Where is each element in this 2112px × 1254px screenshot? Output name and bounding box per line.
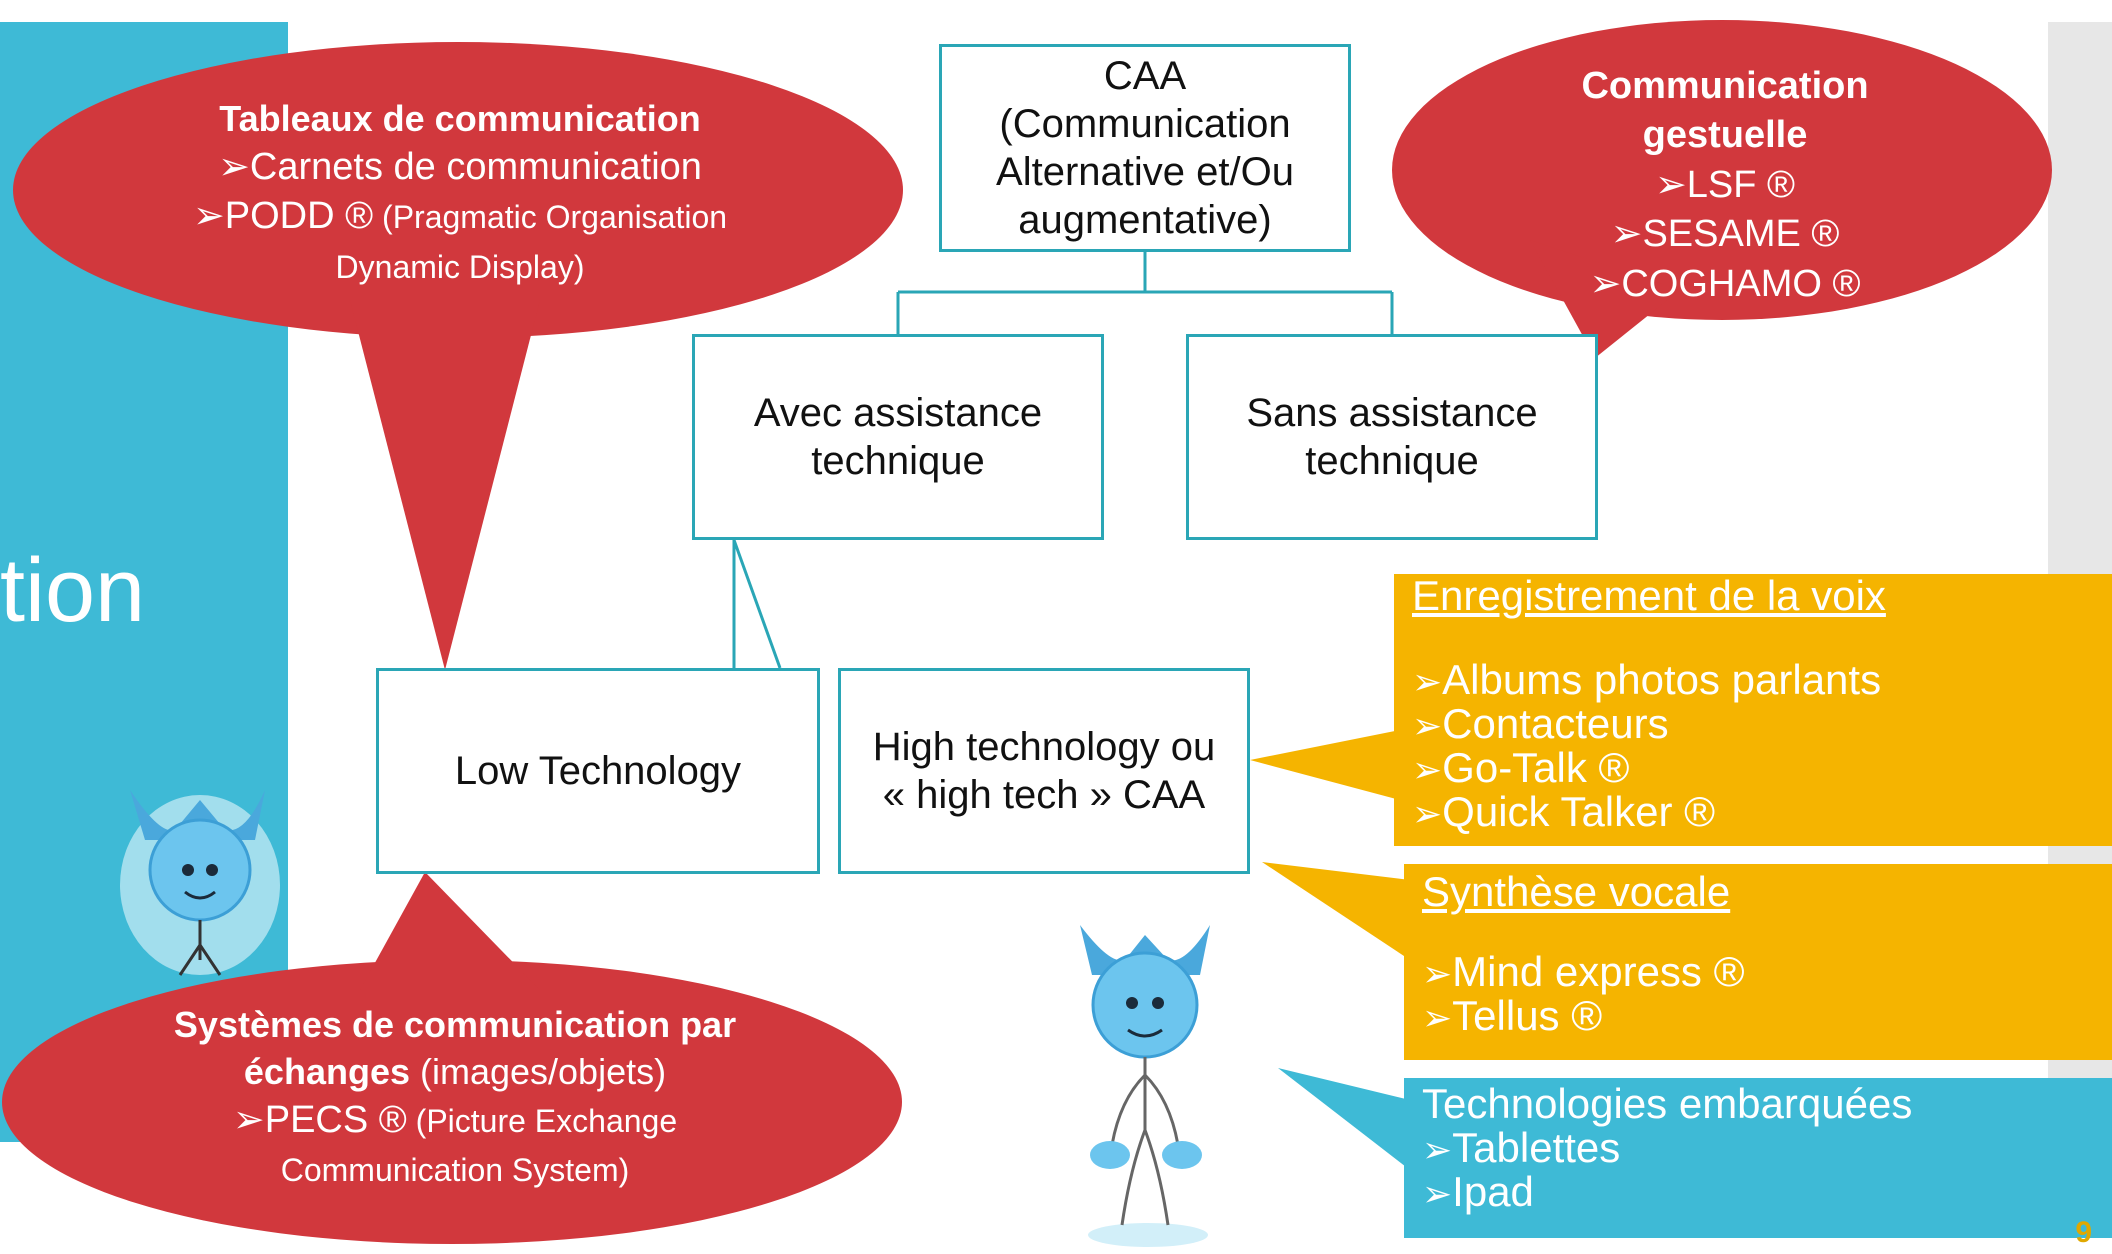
item-detail: (Picture Exchange Communication System) — [280, 1102, 678, 1188]
bullet-arrow-icon: ➢ — [218, 145, 250, 188]
callout-synth-shape — [1262, 862, 2112, 1060]
item-text: Tablettes — [1452, 1124, 1621, 1172]
callout-synth-item-2: ➢Tellus ® — [1422, 994, 2102, 1038]
bubble-tableaux-item-2: ➢PODD ® (Pragmatic Organisation Dynamic … — [150, 192, 770, 291]
side-title-fragment: tion — [0, 541, 146, 641]
root-box-label: CAA (Communication Alternative et/Ou aug… — [996, 54, 1294, 242]
item-text: Quick Talker ® — [1442, 788, 1716, 836]
bubble-pecs-title: Systèmes de communication par échanges (… — [150, 1002, 760, 1096]
callout-embedded-item-1: ➢Tablettes — [1422, 1126, 2102, 1170]
callout-embedded-item-2: ➢Ipad — [1422, 1170, 2102, 1214]
callout-voice: Enregistrement de la voix ➢Albums photos… — [1412, 572, 2102, 834]
bubble-gestuelle: Communication gestuelle ➢LSF ® ➢SESAME ®… — [1500, 62, 1950, 309]
callout-synth-item-1: ➢Mind express ® — [1422, 950, 2102, 994]
callout-voice-heading: Enregistrement de la voix — [1412, 572, 1886, 619]
item-text: COGHAMO ® — [1621, 262, 1861, 305]
bubble-pecs: Systèmes de communication par échanges (… — [150, 1002, 760, 1194]
root-box-caa: CAA (Communication Alternative et/Ou aug… — [939, 44, 1351, 252]
bullet-arrow-icon: ➢ — [1422, 1129, 1453, 1171]
mascot-figure-left — [120, 790, 280, 976]
bubble-gestuelle-item-3: ➢COGHAMO ® — [1500, 260, 1950, 309]
bubble-pecs-item: ➢PECS ® (Picture Exchange Communication … — [150, 1096, 760, 1195]
page-number: 9 — [2075, 1216, 2092, 1249]
callout-voice-item-2: ➢Contacteurs — [1412, 702, 2102, 746]
bubble-tableaux: Tableaux de communication ➢Carnets de co… — [150, 96, 770, 291]
box-without-assistance: Sans assistance technique — [1186, 334, 1598, 540]
callout-voice-item-4: ➢Quick Talker ® — [1412, 790, 2102, 834]
callout-voice-item-3: ➢Go-Talk ® — [1412, 746, 2102, 790]
item-text: SESAME ® — [1642, 213, 1840, 256]
item-detail: (Pragmatic Organisation Dynamic Display) — [335, 199, 728, 285]
box-low-technology: Low Technology — [376, 668, 820, 874]
box-high-technology: High technology ou « high tech » CAA — [838, 668, 1250, 874]
callout-embedded-heading: Technologies embarquées — [1422, 1080, 1913, 1127]
bullet-arrow-icon: ➢ — [1412, 705, 1443, 747]
bullet-arrow-icon: ➢ — [192, 195, 225, 238]
bubble-gestuelle-item-2: ➢SESAME ® — [1500, 210, 1950, 259]
box-with-assistance: Avec assistance technique — [692, 334, 1104, 540]
bubble-tableaux-shape — [13, 42, 903, 670]
callout-synth-heading: Synthèse vocale — [1422, 868, 1731, 915]
item-text: Ipad — [1452, 1168, 1534, 1216]
box-with-assistance-label: Avec assistance technique — [753, 391, 1043, 483]
item-text: Albums photos parlants — [1442, 656, 1882, 704]
callout-voice-item-1: ➢Albums photos parlants — [1412, 658, 2102, 702]
box-high-technology-label: High technology ou « high tech » CAA — [872, 725, 1216, 817]
item-text: PECS ® — [264, 1098, 407, 1141]
bullet-arrow-icon: ➢ — [1422, 997, 1453, 1039]
bullet-arrow-icon: ➢ — [1610, 213, 1643, 256]
callout-synth: Synthèse vocale ➢Mind express ® ➢Tellus … — [1422, 868, 2102, 1038]
item-text: PODD ® — [224, 195, 374, 238]
callout-embedded: Technologies embarquées ➢Tablettes ➢Ipad — [1422, 1080, 2102, 1214]
item-text: Contacteurs — [1442, 700, 1669, 748]
bullet-arrow-icon: ➢ — [1589, 262, 1622, 305]
item-text: Mind express ® — [1452, 948, 1745, 996]
bubble-gestuelle-shape — [1392, 20, 2052, 358]
box-without-assistance-label: Sans assistance technique — [1246, 391, 1538, 483]
item-text: LSF ® — [1686, 163, 1796, 206]
bubble-pecs-title-bold: Systèmes de communication par échanges — [173, 1004, 737, 1092]
bubble-tableaux-item-1: ➢Carnets de communication — [150, 143, 770, 192]
bubble-gestuelle-item-1: ➢LSF ® — [1500, 161, 1950, 210]
bubble-gestuelle-title: Communication gestuelle — [1581, 65, 1869, 157]
bubble-pecs-shape — [2, 872, 902, 1244]
bullet-arrow-icon: ➢ — [1412, 661, 1443, 703]
bullet-arrow-icon: ➢ — [1412, 749, 1443, 791]
item-text: Carnets de communication — [249, 145, 702, 188]
bullet-arrow-icon: ➢ — [1412, 793, 1443, 835]
bullet-arrow-icon: ➢ — [1654, 163, 1687, 206]
bullet-arrow-icon: ➢ — [232, 1098, 265, 1141]
tree-connectors — [732, 250, 1394, 669]
callout-voice-shape — [1250, 574, 2112, 846]
item-text: Tellus ® — [1452, 992, 1603, 1040]
bullet-arrow-icon: ➢ — [1422, 1173, 1453, 1215]
callout-embedded-shape — [1278, 1068, 2112, 1238]
bullet-arrow-icon: ➢ — [1422, 953, 1453, 995]
bubble-pecs-title-rest: (images/objets) — [409, 1050, 667, 1092]
bubble-tableaux-title: Tableaux de communication — [219, 98, 701, 139]
item-text: Go-Talk ® — [1442, 744, 1630, 792]
mascot-figure-center — [1080, 925, 1210, 1247]
box-low-technology-label: Low Technology — [454, 749, 742, 793]
